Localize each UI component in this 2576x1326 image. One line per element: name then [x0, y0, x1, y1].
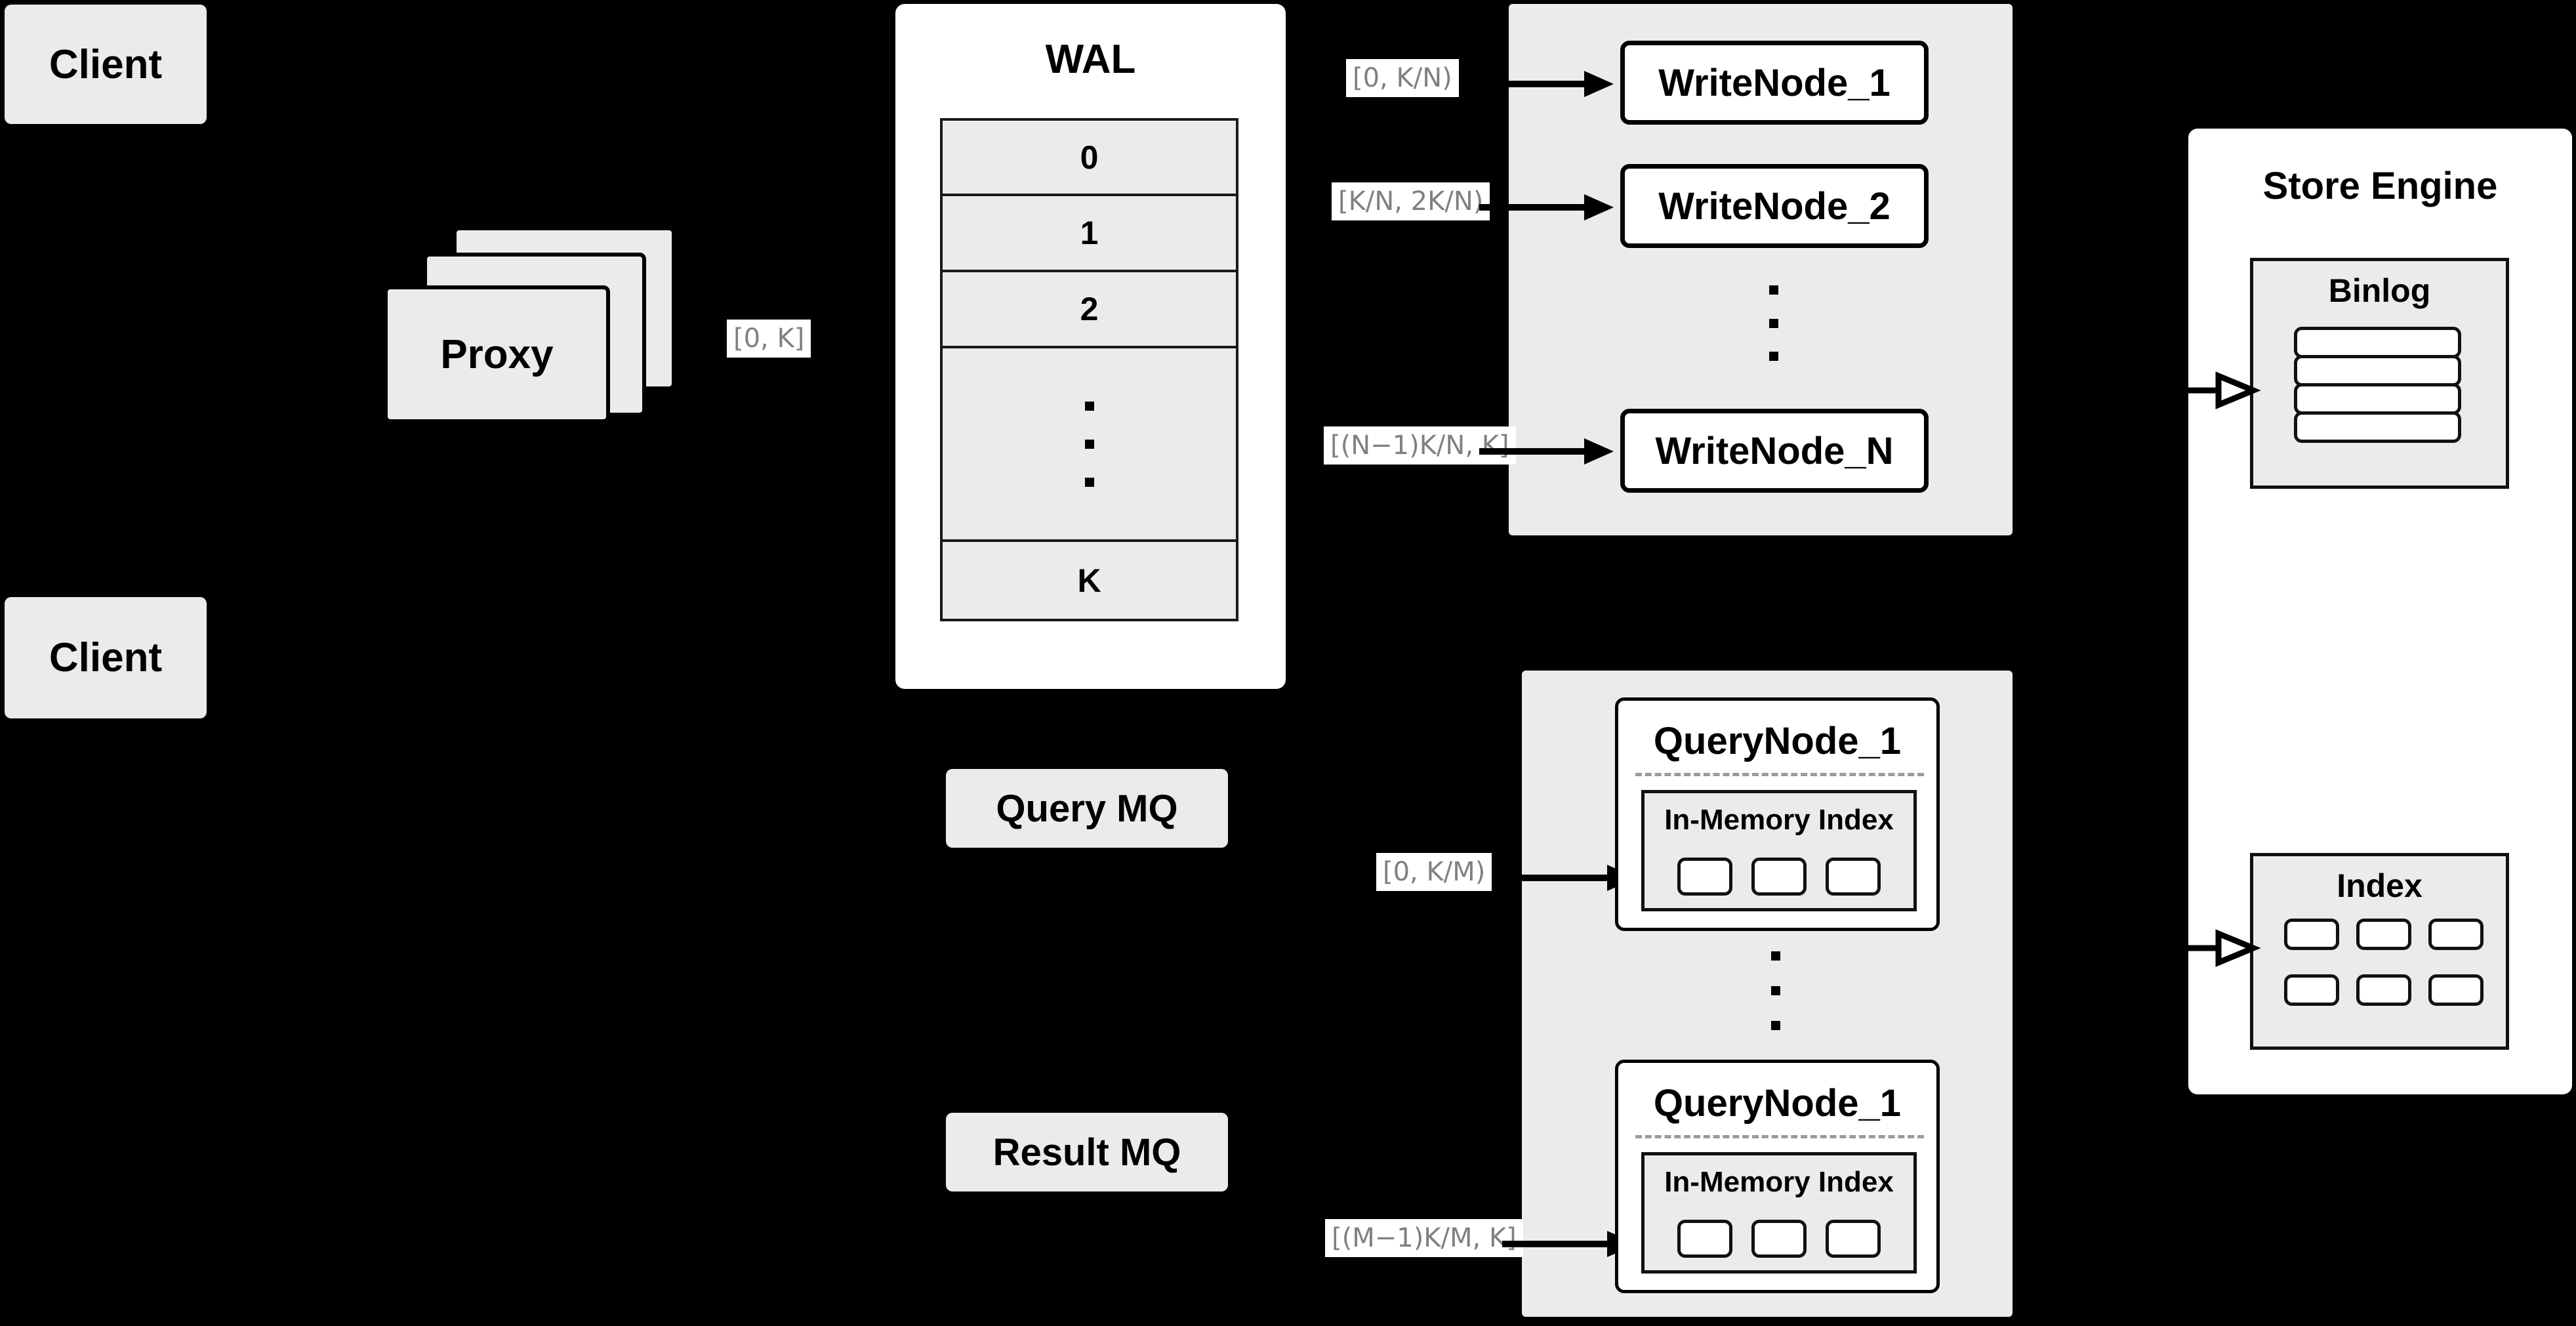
proxy-card-front[interactable]: Proxy [384, 285, 610, 423]
query-range-label-1: [0, K/M) [1376, 853, 1492, 891]
query-node-ellipsis-icon [1767, 951, 1785, 1030]
in-memory-index-title-2: In-Memory Index [1664, 1166, 1894, 1198]
store-index-slot [2428, 919, 2484, 950]
store-index-slot [2284, 919, 2339, 950]
write-node-n[interactable]: WriteNode_N [1620, 409, 1929, 493]
wal-vertical-dots-icon [1083, 401, 1096, 487]
result-mq-label: Result MQ [992, 1130, 1181, 1174]
query-mq-label: Query MQ [996, 787, 1178, 830]
wal-title: WAL [1045, 36, 1136, 82]
store-engine-title: Store Engine [2262, 164, 2498, 207]
binlog-bar [2294, 327, 2461, 358]
store-index-title: Index [2337, 867, 2423, 904]
store-index-slot [2356, 919, 2411, 950]
arrow-to-store-index [2171, 929, 2261, 967]
proxy-range-label: [0, K] [727, 320, 811, 358]
in-memory-index-2: In-Memory Index [1641, 1152, 1917, 1274]
client-box-2[interactable]: Client [5, 597, 207, 718]
write-node-label-n: WriteNode_N [1655, 429, 1894, 472]
query-mq-box[interactable]: Query MQ [946, 769, 1228, 848]
binlog-bar [2294, 355, 2461, 386]
index-slot [1751, 1220, 1807, 1258]
wal-row: 0 [943, 121, 1236, 196]
binlog-bar [2294, 411, 2461, 443]
proxy-label: Proxy [440, 331, 554, 377]
index-slot [1677, 1220, 1732, 1258]
wal-row-frame: 0 1 2 K [940, 118, 1238, 621]
write-range-label-1: [0, K/N) [1346, 59, 1459, 97]
result-mq-box[interactable]: Result MQ [946, 1113, 1228, 1191]
wal-row-ellipsis [943, 348, 1236, 542]
index-slot [1677, 858, 1732, 896]
binlog-box: Binlog [2250, 258, 2509, 489]
wal-row: 2 [943, 272, 1236, 348]
wal-row: K [943, 542, 1236, 619]
query-node-1[interactable]: QueryNode_1 In-Memory Index [1615, 697, 1940, 931]
store-index-slot [2356, 974, 2411, 1006]
write-node-1[interactable]: WriteNode_1 [1620, 41, 1929, 125]
index-slot [1826, 858, 1881, 896]
write-range-label-2: [K/N, 2K/N) [1332, 182, 1490, 220]
client-label-1: Client [49, 41, 163, 87]
binlog-title: Binlog [2328, 272, 2431, 309]
query-node-separator-1 [1635, 773, 1924, 776]
arrow-to-write-node-1 [1479, 71, 1614, 97]
query-node-label-1: QueryNode_1 [1653, 720, 1902, 762]
query-node-2[interactable]: QueryNode_1 In-Memory Index [1615, 1060, 1940, 1293]
store-index-slot [2284, 974, 2339, 1006]
index-slot [1751, 858, 1807, 896]
store-index-slot [2428, 974, 2484, 1006]
client-label-2: Client [49, 635, 163, 680]
write-range-label-n: [(N−1)K/N, K] [1324, 426, 1516, 465]
binlog-bar [2294, 383, 2461, 415]
wal-row: 1 [943, 196, 1236, 272]
query-range-label-2: [(M−1)K/M, K] [1325, 1219, 1523, 1257]
write-node-2[interactable]: WriteNode_2 [1620, 164, 1929, 248]
client-box-1[interactable]: Client [5, 5, 207, 124]
write-node-label-1: WriteNode_1 [1658, 61, 1891, 104]
in-memory-index-1: In-Memory Index [1641, 790, 1917, 911]
arrow-to-binlog [2171, 371, 2261, 409]
arrow-to-write-node-2 [1479, 194, 1614, 220]
store-index-box: Index [2250, 853, 2509, 1050]
write-node-ellipsis-icon [1765, 285, 1783, 361]
index-slot [1826, 1220, 1881, 1258]
query-node-separator-2 [1635, 1135, 1924, 1138]
write-node-label-2: WriteNode_2 [1658, 184, 1891, 228]
arrow-to-write-node-n [1479, 438, 1614, 465]
query-node-label-2: QueryNode_1 [1653, 1082, 1902, 1125]
in-memory-index-title-1: In-Memory Index [1664, 804, 1894, 836]
